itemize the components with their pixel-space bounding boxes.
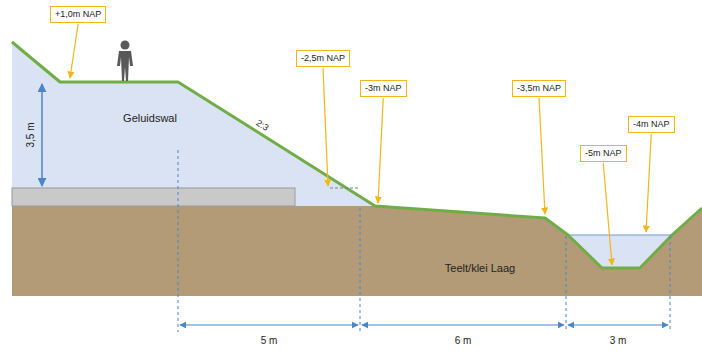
- slope-mark: [330, 188, 358, 189]
- base-strip: [12, 188, 295, 206]
- leader-arrow: [323, 68, 328, 186]
- leader-arrow: [646, 134, 651, 232]
- person-figure: [117, 41, 133, 82]
- width-dimension: 6 m: [455, 335, 472, 346]
- height-arrow: [41, 84, 43, 186]
- level-text: -5m NAP: [585, 148, 622, 158]
- width-dimension: 5 m: [261, 335, 278, 346]
- level-text: -3m NAP: [365, 83, 402, 93]
- level-callout: -3m NAP: [360, 80, 407, 97]
- dimension-lines: [180, 324, 668, 325]
- layer-label: Teelt/klei Laag: [445, 262, 515, 274]
- barrier-label: Geluidswal: [123, 112, 177, 124]
- leader-arrow: [539, 98, 545, 214]
- level-callout: -2,5m NAP: [296, 50, 350, 67]
- leader-arrow: [603, 163, 612, 265]
- clay-layer: [12, 206, 702, 296]
- reference-lines: [178, 150, 670, 332]
- level-callout: -4m NAP: [628, 116, 675, 133]
- width-dimension: 3 m: [610, 335, 627, 346]
- surface-profile: [12, 42, 702, 268]
- level-callout: -5m NAP: [580, 145, 627, 162]
- level-text: +1,0m NAP: [55, 9, 101, 19]
- level-callout: -3,5m NAP: [512, 80, 566, 97]
- leader-arrow: [70, 24, 78, 78]
- level-text: -3,5m NAP: [517, 83, 561, 93]
- level-text: -4m NAP: [633, 119, 670, 129]
- level-text: -2,5m NAP: [301, 53, 345, 63]
- level-callout: +1,0m NAP: [50, 6, 106, 23]
- sound-barrier: [12, 42, 375, 206]
- leader-arrow: [378, 98, 383, 203]
- height-dimension: 3,5 m: [25, 122, 36, 147]
